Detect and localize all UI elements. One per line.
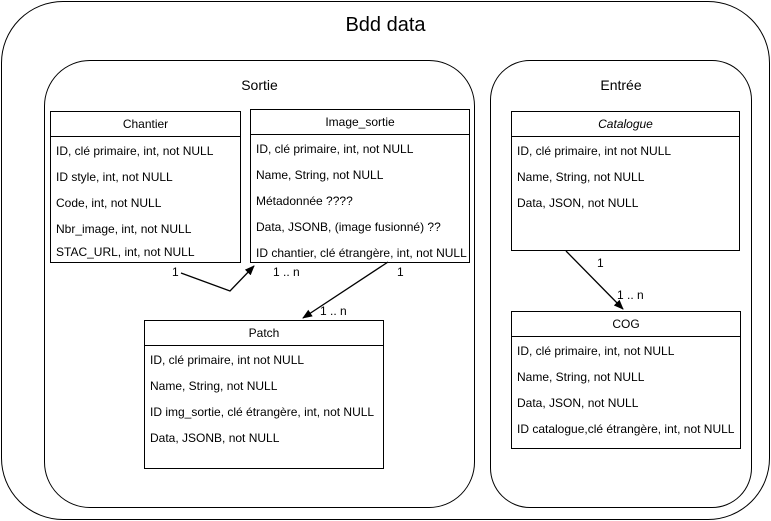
image-sortie-field: Métadonnée ???? — [256, 194, 353, 208]
image-sortie-table-name: Image_sortie — [251, 110, 469, 135]
chantier-field: Nbr_image, int, not NULL — [56, 222, 192, 236]
chantier-table[interactable]: Chantier ID, clé primaire, int, not NULL… — [50, 111, 241, 263]
cog-field: Name, String, not NULL — [517, 370, 645, 384]
chantier-field: STAC_URL, int, not NULL — [56, 245, 195, 259]
cog-table-name: COG — [512, 312, 740, 337]
chantier-field: ID, clé primaire, int, not NULL — [56, 144, 214, 158]
image-patch-from-multiplicity: 1 — [397, 265, 404, 279]
catalogue-field: ID, clé primaire, int not NULL — [517, 144, 672, 158]
chantier-image-from-multiplicity: 1 — [172, 265, 179, 279]
patch-table-name: Patch — [145, 321, 383, 346]
patch-field: Name, String, not NULL — [150, 379, 278, 393]
catalogue-field: Data, JSON, not NULL — [517, 196, 639, 210]
sortie-title: Sortie — [241, 77, 278, 93]
image-patch-to-multiplicity: 1 .. n — [320, 304, 347, 318]
cog-field: Data, JSON, not NULL — [517, 396, 639, 410]
chantier-field: Code, int, not NULL — [56, 196, 162, 210]
cog-table[interactable]: COG ID, clé primaire, int, not NULL Name… — [511, 311, 741, 449]
image-sortie-field: Name, String, not NULL — [256, 168, 384, 182]
entree-title: Entrée — [600, 77, 642, 93]
catalogue-table[interactable]: Catalogue ID, clé primaire, int not NULL… — [511, 111, 740, 251]
patch-field: Data, JSONB, not NULL — [150, 431, 280, 445]
patch-table[interactable]: Patch ID, clé primaire, int not NULL Nam… — [144, 320, 384, 469]
chantier-image-to-multiplicity: 1 .. n — [273, 265, 300, 279]
catalogue-table-name: Catalogue — [512, 112, 739, 137]
patch-field: ID, clé primaire, int not NULL — [150, 353, 305, 367]
cog-field: ID catalogue,clé étrangère, int, not NUL… — [517, 422, 735, 436]
chantier-field: ID style, int, not NULL — [56, 170, 173, 184]
patch-field: ID img_sortie, clé étrangère, int, not N… — [150, 405, 375, 419]
catalogue-cog-from-multiplicity: 1 — [597, 256, 604, 270]
image-sortie-field: ID, clé primaire, int, not NULL — [256, 142, 414, 156]
diagram-title: Bdd data — [345, 14, 426, 36]
catalogue-field: Name, String, not NULL — [517, 170, 645, 184]
image-sortie-field: Data, JSONB, (image fusionné) ?? — [256, 220, 441, 234]
image-sortie-table[interactable]: Image_sortie ID, clé primaire, int, not … — [250, 109, 470, 263]
chantier-table-name: Chantier — [51, 112, 240, 137]
cog-field: ID, clé primaire, int, not NULL — [517, 344, 675, 358]
image-sortie-field: ID chantier, clé étrangère, int, not NUL… — [256, 246, 467, 260]
catalogue-cog-to-multiplicity: 1 .. n — [617, 288, 644, 302]
